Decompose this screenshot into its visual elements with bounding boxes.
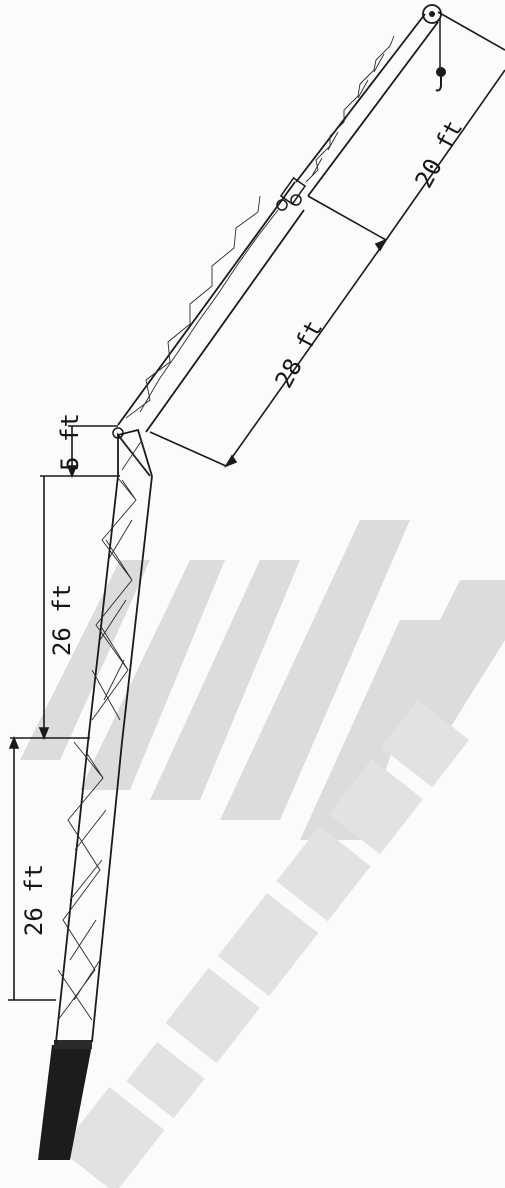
watermark-subtitle (60, 699, 470, 1188)
boom-section-upper (87, 475, 153, 743)
boom-section-lower (55, 741, 123, 1043)
hook-icon (435, 18, 446, 92)
tip-sheave (422, 4, 442, 24)
boom-heel-section (112, 427, 153, 477)
jib-section-tip (295, 13, 439, 197)
boom-butt-section (38, 1040, 92, 1160)
jib-hitch (276, 176, 307, 211)
dim-label-base-section-1: 26 ft (20, 864, 48, 936)
dim-label-jib-lower: 28 ft (270, 316, 329, 393)
watermark-logo (20, 520, 505, 840)
dim-label-heel-section: 5 ft (56, 413, 84, 471)
dimension-lines (8, 11, 505, 1001)
dim-label-base-section-2: 26 ft (48, 584, 76, 656)
dim-label-jib-tip: 20 ft (410, 116, 469, 193)
jib-section-lower (117, 181, 305, 433)
